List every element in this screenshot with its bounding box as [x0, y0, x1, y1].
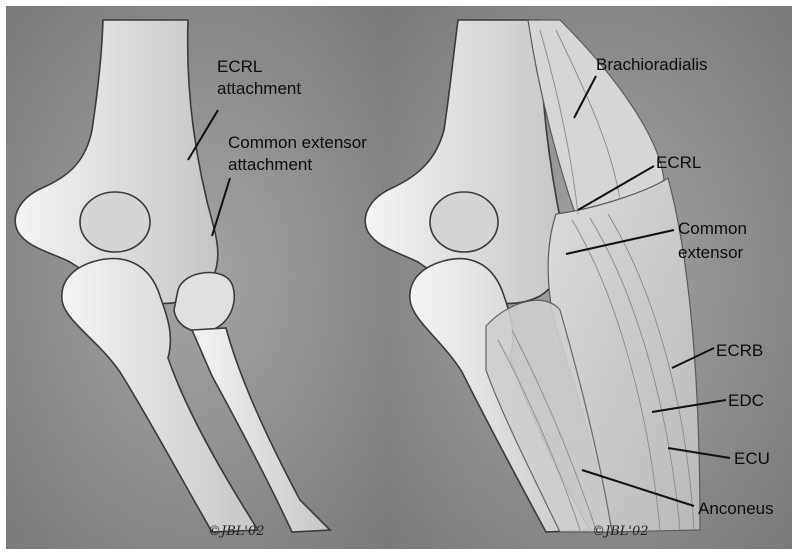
ecrl-label: ECRL: [656, 153, 701, 172]
ecrb-label: ECRB: [716, 341, 763, 360]
ecrl-attachment-line2: attachment: [217, 79, 301, 98]
ecu-label: ECU: [734, 449, 770, 468]
brachioradialis-label: Brachioradialis: [596, 55, 708, 74]
common-extensor-attachment-line2: attachment: [228, 155, 312, 174]
right-signature: ©JBL'02: [592, 524, 649, 539]
left-signature: ©JBL'02: [208, 524, 265, 539]
right-fossa: [430, 192, 498, 252]
ecrl-attachment-line1: ECRL: [217, 57, 262, 76]
edc-label: EDC: [728, 391, 764, 410]
common-extensor-attachment-line1: Common extensor: [228, 133, 367, 152]
left-fossa: [80, 192, 150, 252]
anconeus-label: Anconeus: [698, 499, 774, 518]
common-extensor-line1: Common: [678, 219, 747, 238]
common-extensor-line2: extensor: [678, 243, 744, 262]
